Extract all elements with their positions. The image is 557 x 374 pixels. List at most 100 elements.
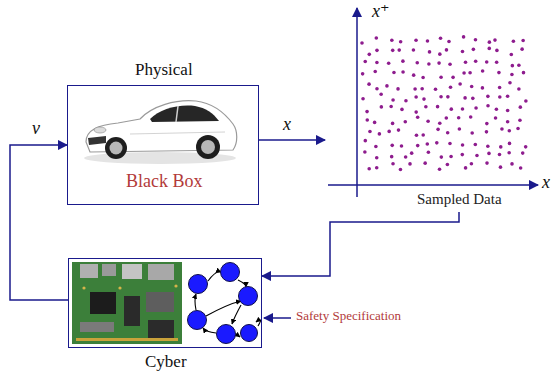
- sample-dots-part: [361, 72, 365, 76]
- sample-dots-part: [415, 61, 419, 65]
- sample-dots-part: [426, 39, 430, 43]
- car-picture: [84, 101, 237, 164]
- sample-dots-part: [387, 61, 391, 65]
- state-graph-part: [195, 294, 196, 310]
- sample-dots-part: [444, 116, 448, 120]
- sample-dots-part: [414, 38, 418, 42]
- signal-arrow: [259, 139, 325, 141]
- sample-dots-part: [427, 62, 431, 66]
- state-graph-part: [221, 263, 240, 282]
- sample-dots-part: [520, 47, 524, 51]
- state-graph-part: [256, 320, 261, 326]
- sample-dots-part: [464, 60, 468, 64]
- sample-dots-part: [524, 145, 528, 149]
- sample-dots-part: [385, 84, 389, 88]
- circuit-board-part: [174, 284, 177, 287]
- sample-dots-part: [399, 40, 403, 44]
- sample-dots-part: [387, 130, 391, 134]
- sample-dots-part: [391, 49, 395, 53]
- state-graph-part: [208, 272, 221, 281]
- sample-dots-part: [510, 162, 514, 166]
- system-box: Cyber: [68, 258, 262, 348]
- sample-dots-part: [449, 155, 453, 159]
- sample-dots-part: [378, 132, 382, 136]
- sample-dots-part: [450, 107, 454, 111]
- sample-dots-part: [494, 116, 498, 120]
- sample-dots-part: [434, 87, 438, 91]
- sample-dots-part: [461, 50, 465, 54]
- sample-dots-part: [360, 41, 364, 45]
- sample-dots-part: [396, 87, 400, 91]
- sample-dots-part: [412, 48, 416, 52]
- state-graph-part: [184, 261, 260, 346]
- circuit-board-part: [148, 264, 174, 280]
- sample-dots-part: [416, 144, 420, 148]
- circuit-board: [72, 262, 182, 344]
- sample-dots-part: [486, 144, 490, 148]
- sample-dots-part: [495, 49, 499, 53]
- sample-dots-part: [412, 73, 416, 77]
- sample-dots-part: [519, 166, 523, 170]
- sample-dots-part: [507, 151, 511, 155]
- sample-dots-part: [508, 129, 512, 133]
- sample-dots-part: [463, 96, 467, 100]
- signal-name: ν: [32, 118, 40, 139]
- plot-region: Sampled Data: [325, 5, 552, 212]
- sample-dots-part: [498, 153, 502, 157]
- plot-axes: [328, 8, 538, 197]
- sample-dots-part: [495, 107, 499, 111]
- sample-dots-part: [400, 108, 404, 112]
- plot-axes-part: [356, 8, 358, 197]
- sample-dots-part: [404, 155, 408, 159]
- sample-dots-part: [462, 35, 466, 39]
- box-text: Cyber: [145, 352, 187, 372]
- sample-dots-part: [403, 120, 407, 124]
- sample-dots-part: [399, 168, 403, 172]
- sample-dots-part: [437, 61, 441, 65]
- sample-dots-part: [446, 95, 450, 99]
- sample-dots-part: [364, 139, 368, 143]
- sample-dots-part: [487, 152, 491, 156]
- sample-dots-part: [400, 144, 404, 148]
- sample-dots-part: [375, 36, 379, 40]
- sample-dots-part: [522, 71, 526, 75]
- sample-dots-part: [464, 166, 468, 170]
- sample-dots-part: [391, 98, 395, 102]
- sample-dots-part: [365, 118, 369, 122]
- sample-dots-part: [380, 105, 384, 109]
- state-graph-part: [203, 328, 216, 333]
- sample-dots-part: [389, 105, 393, 109]
- sample-dots-part: [458, 127, 462, 131]
- sample-dots-part: [495, 60, 499, 64]
- sample-dots-part: [486, 104, 490, 108]
- sample-dots-part: [401, 70, 405, 74]
- sample-dots-part: [485, 122, 489, 126]
- state-graph-part: [238, 280, 246, 287]
- sample-dots-part: [367, 82, 371, 86]
- sample-dots-part: [462, 71, 466, 75]
- state-graph-part: [239, 287, 258, 306]
- sample-dots-part: [427, 150, 431, 154]
- state-graph-part: [241, 325, 258, 342]
- sample-dots-part: [508, 81, 512, 85]
- car-picture-part: [176, 106, 178, 122]
- sample-dots-part: [374, 145, 378, 149]
- sample-dots-part: [439, 36, 443, 40]
- sample-dots-part: [512, 40, 516, 44]
- sample-dots-part: [367, 167, 371, 171]
- box-text: Black Box: [126, 171, 203, 192]
- sample-dots-part: [511, 64, 515, 68]
- circuit-board-part: [146, 292, 174, 312]
- sample-dots-part: [500, 127, 504, 131]
- circuit-board-part: [148, 320, 174, 338]
- sample-dots-part: [439, 95, 443, 99]
- sample-dots-part: [519, 105, 523, 109]
- sample-dots-part: [391, 162, 395, 166]
- state-graph-part: [236, 334, 240, 337]
- sample-dots-part: [445, 48, 449, 52]
- sample-dots-part: [448, 63, 452, 67]
- sample-dots-part: [468, 71, 472, 75]
- sample-dots-part: [416, 115, 420, 119]
